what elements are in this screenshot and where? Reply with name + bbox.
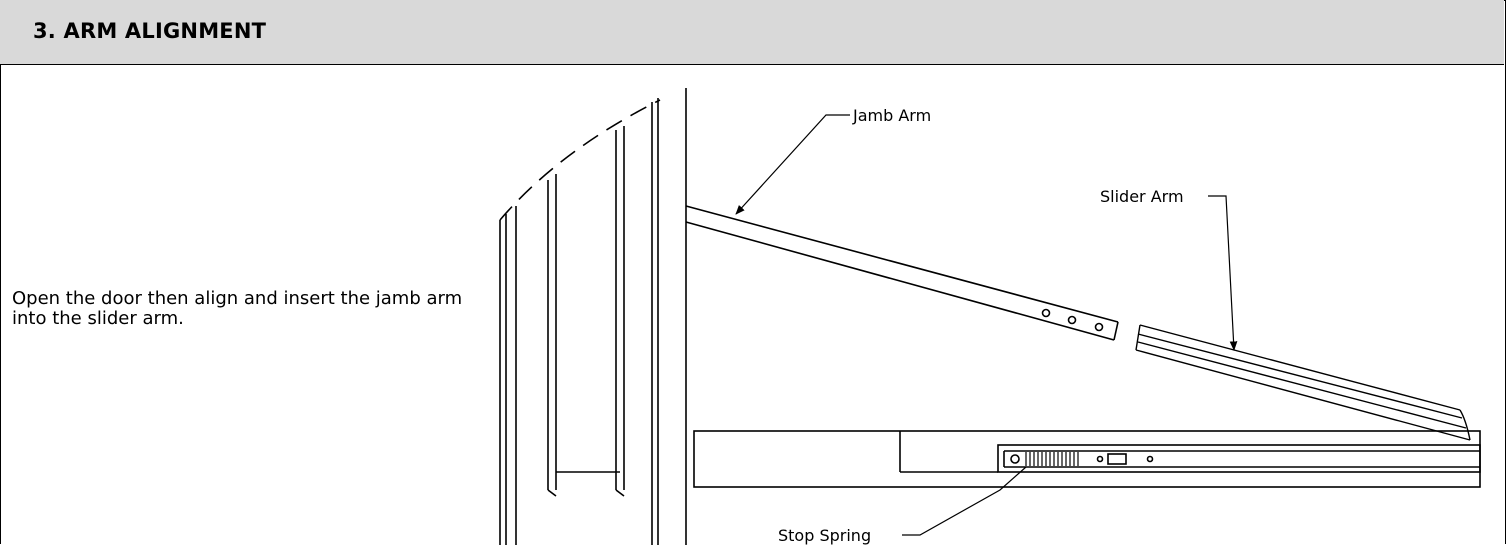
jamb-arm-callout: Jamb Arm — [735, 106, 931, 215]
jamb-arm-label: Jamb Arm — [852, 106, 931, 125]
door-edge — [499, 88, 687, 545]
instruction-text: Open the door then align and insert the … — [12, 288, 463, 329]
jamb-arm — [685, 205, 1119, 341]
slider-arm-label: Slider Arm — [1100, 187, 1184, 206]
stop-spring-label: Stop Spring — [778, 526, 871, 545]
track-assembly — [693, 430, 1481, 488]
slider-arm-callout: Slider Arm — [1100, 187, 1238, 351]
section-title: 3. ARM ALIGNMENT — [33, 19, 267, 43]
section-header: 3. ARM ALIGNMENT — [0, 0, 1504, 65]
stop-spring-callout: Stop Spring — [778, 466, 1027, 545]
slider-arm — [1135, 324, 1471, 441]
stop-spring — [1025, 452, 1079, 466]
